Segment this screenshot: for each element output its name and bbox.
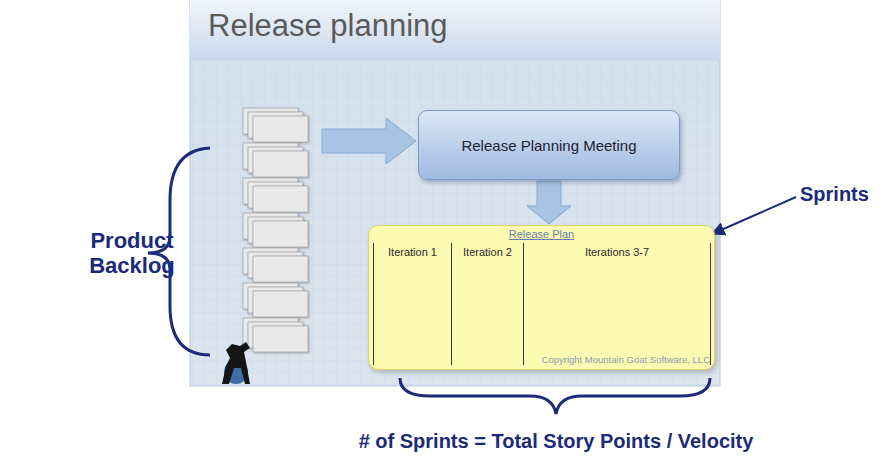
backlog-stack: [243, 108, 308, 352]
iteration-column: Iteration 2: [451, 243, 523, 365]
iteration-column: Iteration 1: [373, 243, 451, 365]
slide-ground: [190, 0, 720, 386]
bracket-label: Product Backlog: [80, 228, 184, 279]
goat-logo: [222, 342, 250, 384]
story-card: [253, 116, 308, 142]
story-card: [253, 186, 308, 212]
formula-label: # of Sprints = Total Story Points / Velo…: [359, 430, 754, 453]
iteration-column: Iterations 3-7: [523, 243, 711, 365]
callout-label: Sprints: [800, 183, 869, 206]
node-text: Release Plan: [369, 228, 714, 240]
story-card: [253, 326, 308, 352]
node-text: Iteration 2: [463, 246, 512, 259]
node-text: Iteration 1: [388, 246, 437, 259]
story-card: [253, 256, 308, 282]
meeting-box: Release Planning Meeting: [418, 110, 680, 180]
slide-grid: [190, 60, 720, 386]
release-plan-box: Release PlanIteration 1 Iteration 2 Iterat…: [368, 225, 715, 370]
node-text: Release Planning Meeting: [461, 137, 636, 154]
story-card: [253, 221, 308, 247]
sprints-leader: [712, 197, 796, 234]
logo-goat: [222, 342, 250, 384]
sprints-brace: [400, 378, 710, 414]
story-card: [253, 291, 308, 317]
node-text: Iterations 3-7: [585, 246, 649, 259]
story-card: [253, 151, 308, 177]
slide: [190, 0, 720, 386]
backlog-arrow: [322, 118, 416, 164]
slide-header: [190, 0, 720, 60]
slide-title: Release planning: [208, 8, 448, 44]
copyright-watermark: Copyright Mountain Goat Software, LLC: [542, 355, 710, 366]
block-arrow: [527, 181, 571, 224]
